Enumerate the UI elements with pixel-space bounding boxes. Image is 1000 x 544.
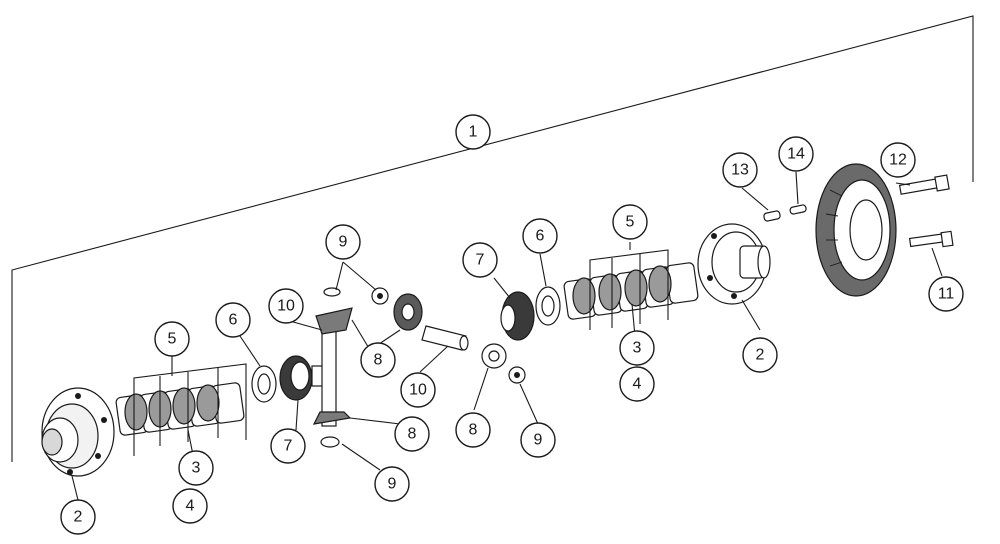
left-clutch-pack [115,363,247,456]
ring-gear [815,163,897,297]
right-thrust-washer [535,286,561,326]
left-side-gear [279,355,327,401]
callout-4-left: 4 [172,488,208,524]
left-thrust-washer [251,365,277,403]
callout-6-right: 6 [522,218,558,254]
svg-text:6: 6 [536,228,545,245]
pinion-gear-middle [481,343,526,384]
dowel-pins [763,204,807,222]
callout-5-right: 5 [612,204,648,240]
svg-text:5: 5 [168,331,177,348]
svg-text:10: 10 [277,298,295,315]
callout-3-left: 3 [178,450,214,486]
svg-text:9: 9 [339,234,348,251]
callout-5-left: 5 [154,321,190,357]
svg-text:8: 8 [469,422,478,439]
callout-10-left: 10 [268,288,304,324]
callout-8-upper: 8 [360,342,396,378]
svg-text:4: 4 [186,498,195,515]
svg-text:10: 10 [409,382,427,399]
callout-7-right: 7 [462,242,498,278]
svg-text:3: 3 [633,340,642,357]
right-clutch-pack [563,249,699,330]
callout-8-middle: 8 [455,412,491,448]
right-side-gear [500,291,535,341]
upper-pinion-left [315,287,353,335]
pinion-gear-lower [312,411,352,448]
callout-13: 13 [722,152,758,188]
callout-2-left: 2 [60,499,96,535]
callout-11: 11 [928,276,964,312]
callout-14: 14 [778,136,814,172]
leader-lines [71,171,943,501]
callout-12: 12 [880,142,916,178]
svg-text:2: 2 [756,347,765,364]
svg-text:7: 7 [476,252,485,269]
svg-text:12: 12 [889,152,907,169]
svg-text:9: 9 [388,476,397,493]
callout-8-lower: 8 [394,416,430,452]
left-case-half [41,387,115,477]
callout-10-right: 10 [400,372,436,408]
callout-3-right: 3 [619,330,655,366]
svg-text:7: 7 [284,438,293,455]
callout-9-top: 9 [325,224,361,260]
svg-text:8: 8 [408,426,417,443]
callout-9-bottom: 9 [374,466,410,502]
svg-text:11: 11 [938,286,955,303]
svg-text:6: 6 [229,312,238,329]
callout-6-left: 6 [215,302,251,338]
svg-text:14: 14 [787,146,805,163]
svg-text:13: 13 [731,162,749,179]
callout-4-right: 4 [619,366,655,402]
svg-text:4: 4 [633,376,642,393]
svg-text:8: 8 [374,352,383,369]
right-case-half [697,223,771,305]
pinion-gear-upper [371,287,423,331]
ring-gear-bolts [898,174,954,248]
svg-text:5: 5 [626,214,635,231]
callout-7-left: 7 [270,428,306,464]
callout-2-right: 2 [742,337,778,373]
cross-pin-short [421,325,469,351]
callout-9-right: 9 [520,422,556,458]
svg-text:9: 9 [534,432,543,449]
callout-1: 1 [455,114,491,150]
callouts: 1 2 2 3 3 4 4 5 5 6 6 7 7 8 8 8 9 9 9 10… [60,114,964,535]
svg-text:3: 3 [192,460,201,477]
svg-text:2: 2 [74,509,83,526]
svg-text:1: 1 [469,124,478,141]
